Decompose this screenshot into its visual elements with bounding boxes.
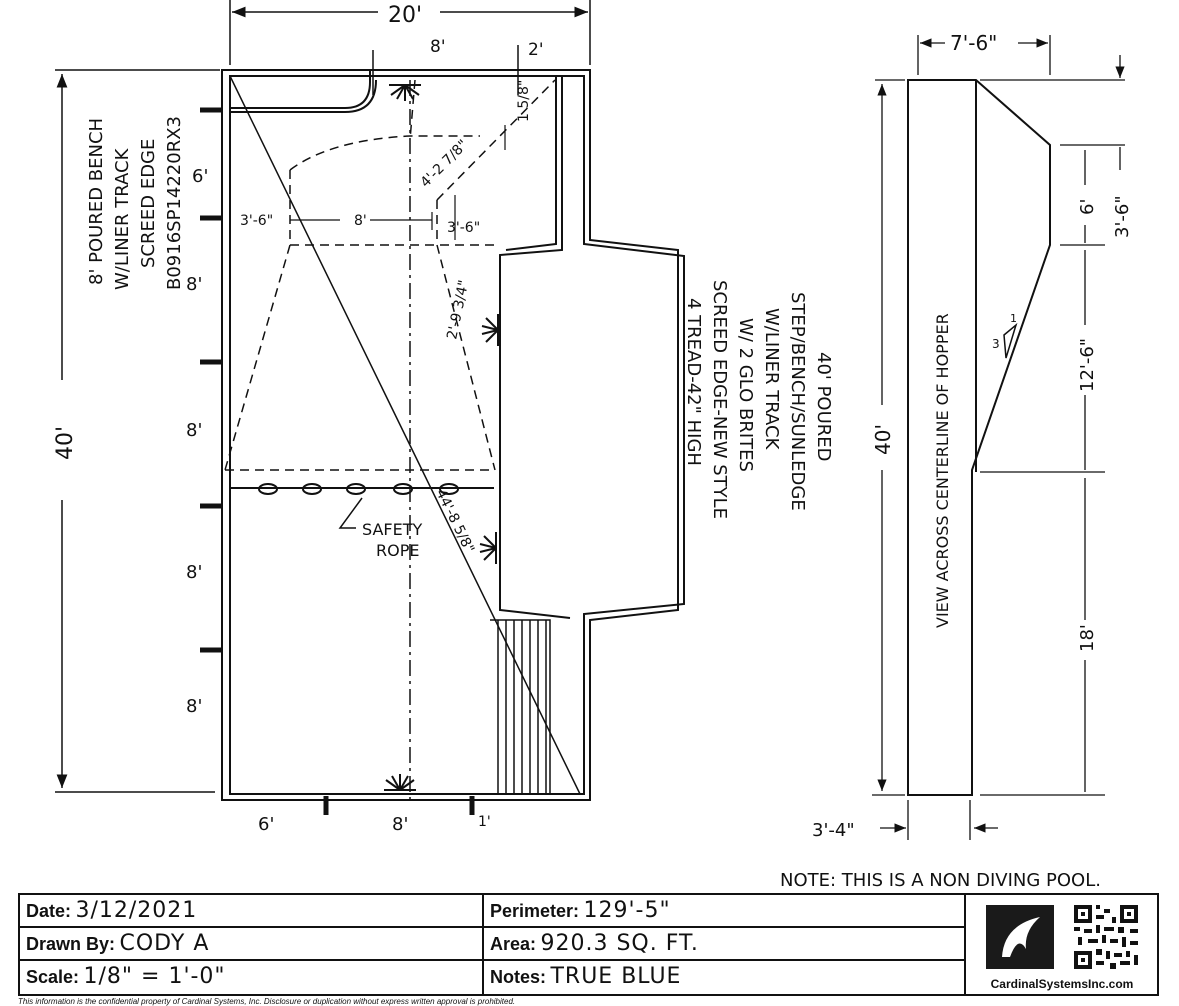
dim-diag-mid: 2'-9 3/4" (444, 279, 472, 341)
svg-text:SCREED EDGE-NEW STYLE: SCREED EDGE-NEW STYLE (709, 280, 730, 519)
date-value: 3/12/2021 (75, 898, 198, 923)
safety-rope-leader (338, 497, 363, 529)
scale-label: Scale: (26, 967, 80, 987)
dim-top-right: 2' (528, 40, 544, 60)
svg-text:W/LINER TRACK: W/LINER TRACK (112, 147, 133, 290)
left-dimension (55, 69, 220, 793)
dim-left-overall: 40' (53, 426, 78, 460)
scale-value: 1/8" = 1'-0" (83, 964, 226, 989)
scale-row: Scale: 1/8" = 1'-0" (20, 961, 484, 994)
section-width-top: 7'-6" (950, 31, 997, 55)
dim-small-1: 1 5/8" (516, 80, 532, 122)
safety-rope-label-2: ROPE (376, 541, 419, 560)
drawn-by-row: Drawn By: CODY A (20, 928, 484, 961)
dim-top-left: 8' (430, 37, 446, 57)
non-diving-note: NOTE: THIS IS A NON DIVING POOL. (780, 870, 1101, 891)
stairs (490, 619, 551, 795)
dim-bottom-1: 6' (258, 814, 274, 835)
hopper-outline (224, 79, 556, 471)
section-label: VIEW ACROSS CENTERLINE OF HOPPER (933, 313, 952, 628)
dim-diag-long: 44'-8 5/8" (432, 487, 477, 556)
perimeter-label: Perimeter: (490, 901, 580, 921)
area-row: Area: 920.3 SQ. FT. (484, 928, 966, 961)
section-dim-6: 6' (1077, 199, 1098, 215)
svg-text:W/ 2 GLO BRITES: W/ 2 GLO BRITES (735, 318, 756, 472)
perimeter-value: 129'-5" (583, 898, 671, 923)
notes-row: Notes: TRUE BLUE (484, 961, 966, 994)
dim-diag-upper: 4'-2 7/8" (418, 137, 472, 191)
slope-triangle (1003, 322, 1018, 359)
dim-top-overall: 20' (388, 3, 422, 28)
dim-left-seg-4: 8' (186, 562, 202, 583)
corner-bench (230, 70, 371, 109)
section-dim-18: 18' (1077, 624, 1098, 652)
area-value: 920.3 SQ. FT. (540, 931, 699, 956)
dim-left-seg-1: 6' (192, 166, 208, 187)
section-bottom-width: 3'-4" (812, 820, 855, 841)
area-label: Area: (490, 934, 537, 954)
drawn-by-label: Drawn By: (26, 934, 116, 954)
perimeter-row: Perimeter: 129'-5" (484, 895, 966, 928)
svg-text:4 TREAD-42" HIGH: 4 TREAD-42" HIGH (683, 298, 704, 466)
notes-value: TRUE BLUE (550, 964, 682, 989)
bench-callout: 8' POURED BENCH W/LINER TRACK SCREED EDG… (86, 116, 185, 290)
qr-code-icon (1074, 905, 1138, 969)
dim-bottom-3: 1' (478, 814, 491, 830)
title-block: Date: 3/12/2021 Drawn By: CODY A Scale: … (18, 893, 1159, 996)
svg-text:B0916SP14220RX3: B0916SP14220RX3 (164, 116, 185, 290)
dim-inner-b: 8' (354, 213, 367, 229)
rope-floats (258, 483, 459, 495)
date-label: Date: (26, 901, 72, 921)
date-row: Date: 3/12/2021 (20, 895, 484, 928)
svg-text:SCREED EDGE: SCREED EDGE (138, 139, 159, 268)
slope-run: 3 (992, 337, 1000, 351)
drawn-by-value: CODY A (119, 931, 210, 956)
top-dimension (229, 0, 591, 95)
svg-text:W/LINER TRACK: W/LINER TRACK (761, 308, 782, 451)
svg-text:40' POURED: 40' POURED (813, 352, 834, 462)
dim-left-seg-2: 8' (186, 274, 202, 295)
svg-text:8' POURED BENCH: 8' POURED BENCH (86, 118, 107, 285)
dim-bottom-2: 8' (392, 814, 408, 835)
dim-left-seg-5: 8' (186, 696, 202, 717)
website-label: CardinalSystemsInc.com (991, 977, 1134, 991)
section-view (907, 79, 1051, 796)
dim-inner-c: 3'-6" (447, 220, 480, 236)
logo-swoosh-icon (1002, 917, 1040, 957)
notes-label: Notes: (490, 967, 547, 987)
dim-inner-a: 3'-6" (240, 213, 273, 229)
section-dim-3-6: 3'-6" (1112, 195, 1133, 238)
section-dim-12-6: 12'-6" (1077, 338, 1098, 392)
pool-lights (384, 84, 499, 791)
dim-left-seg-3: 8' (186, 420, 202, 441)
confidential-notice: This information is the confidential pro… (18, 997, 516, 1006)
step-callout: 40' POURED STEP/BENCH/SUNLEDGE W/LINER T… (683, 280, 834, 519)
svg-text:STEP/BENCH/SUNLEDGE: STEP/BENCH/SUNLEDGE (787, 292, 808, 511)
section-length: 40' (871, 424, 895, 455)
company-logo-block: CardinalSystemsInc.com (966, 895, 1159, 994)
pool-outline (221, 69, 685, 801)
diagonal-measure (229, 75, 581, 795)
safety-rope-label-1: SAFETY (362, 520, 422, 539)
slope-rise: 1 (1010, 312, 1017, 325)
